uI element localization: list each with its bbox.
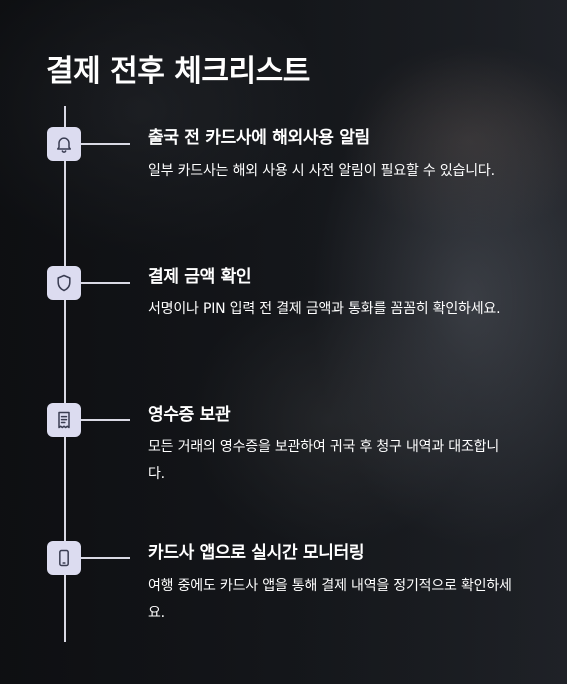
page-title: 결제 전후 체크리스트: [46, 54, 310, 89]
step-title: 카드사 앱으로 실시간 모니터링: [148, 543, 365, 563]
step-connector: [81, 143, 130, 145]
shield-icon: [47, 266, 81, 300]
step-description: 모든 거래의 영수증을 보관하여 귀국 후 청구 내역과 대조합니다.: [148, 439, 500, 482]
step-connector: [81, 557, 130, 559]
step-description: 여행 중에도 카드사 앱을 통해 결제 내역을 정기적으로 확인하세요.: [148, 578, 512, 621]
bell-icon: [47, 127, 81, 161]
step-connector: [81, 419, 130, 421]
step-description: 서명이나 PIN 입력 전 결제 금액과 통화를 꼼꼼히 확인하세요.: [148, 301, 501, 317]
step-title: 출국 전 카드사에 해외사용 알림: [148, 128, 370, 148]
step-description: 일부 카드사는 해외 사용 시 사전 알림이 필요할 수 있습니다.: [148, 163, 495, 179]
step-connector: [81, 282, 130, 284]
receipt-icon: [47, 403, 81, 437]
step-title: 영수증 보관: [148, 405, 231, 425]
timeline-line: [64, 106, 66, 642]
smartphone-icon: [47, 541, 81, 575]
step-title: 결제 금액 확인: [148, 267, 252, 287]
